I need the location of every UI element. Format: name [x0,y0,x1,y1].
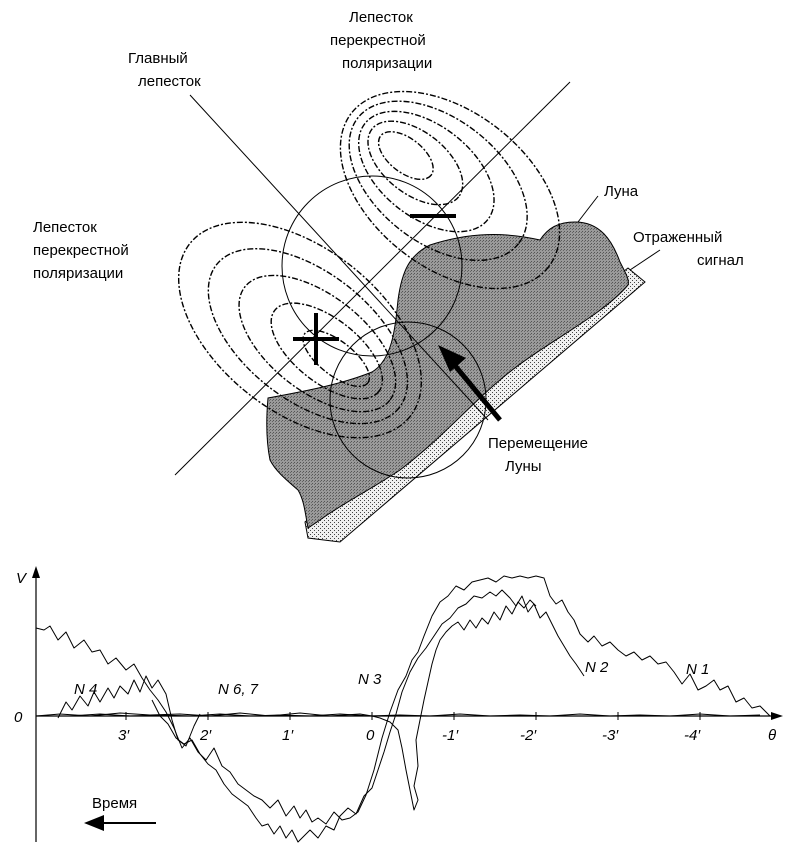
trace-n3 [35,599,537,811]
curve-label-n2: N 2 [585,659,609,676]
y-axis-arrow-icon [32,566,40,578]
x-tick-label: -1′ [442,727,459,744]
curve-label-n4: N 4 [74,681,97,698]
x-tick-label: 2′ [199,727,212,744]
main-lobe-pointer-line [189,94,489,421]
reflected-signal-label: Отраженный сигнал [633,229,744,269]
curve-label-n3: N 3 [358,671,382,688]
time-label: Время [92,795,137,812]
moon-motion-arrow-icon [438,345,502,422]
main-lobe-circle-outer [281,175,463,357]
moon-disc [266,221,629,529]
plus-sign-icon [293,313,339,365]
main-lobe-label: Главный лепесток [128,50,201,90]
moon-pointer-line [577,195,599,223]
reflected-pointer-line [629,249,661,271]
trace-n6-7 [36,713,761,717]
curve-label-n6-7: N 6, 7 [218,681,259,698]
lobe-top-label: Лепесток перекрестной поляризации [330,9,432,72]
x-tick-label: -3′ [602,727,619,744]
polarization-axis-line [174,81,571,476]
x-tick-label: -2′ [520,727,537,744]
moon-label: Луна [604,183,639,200]
moon-motion-label: Перемещение Луны [488,435,592,475]
x-tick-label: 0 [366,727,375,744]
lobe-left-label: Лепесток перекрестной поляризации [33,219,133,282]
time-arrow-icon [84,815,156,831]
y-axis-label: V [16,570,28,587]
signal-plot: V θ 0 3′ 2′ 1′ 0 -1′ -2′ -3′ -4′ N 4 N 6… [14,566,783,843]
antenna-diagram: Лепесток перекрестной поляризации Главны… [33,9,744,543]
x-axis-arrow-icon [771,712,783,720]
x-tick-label: 3′ [118,727,130,744]
x-axis-label: θ [768,727,776,744]
trace-n1 [35,575,771,825]
curve-label-n1: N 1 [686,661,709,678]
x-tick-label: 1′ [282,727,294,744]
x-tick-label: -4′ [684,727,701,744]
trace-n2 [151,589,585,843]
zero-label: 0 [14,709,23,726]
trace-n4 [57,675,201,747]
